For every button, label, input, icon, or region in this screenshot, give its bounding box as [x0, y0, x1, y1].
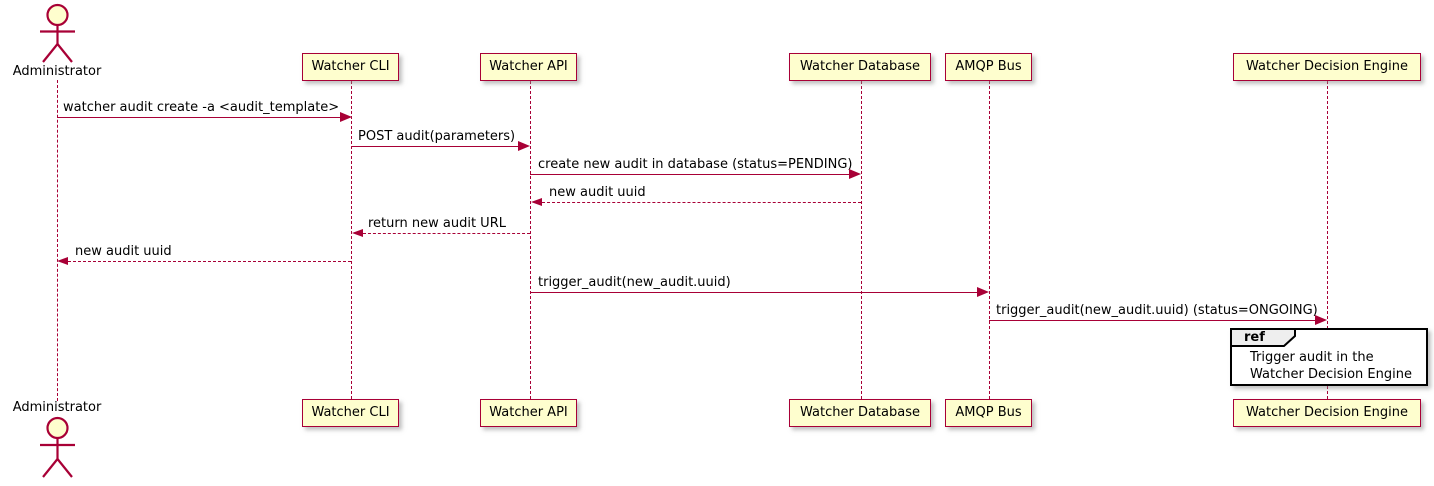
- participant-watcher-database-bottom: Watcher Database: [789, 399, 931, 427]
- participant-amqp-bus-bottom: AMQP Bus: [945, 399, 1032, 427]
- lifeline-amqp-bus: [989, 81, 990, 399]
- arrowhead-right-icon: [340, 112, 352, 122]
- participant-watcher-api-bottom: Watcher API: [480, 399, 577, 427]
- participant-amqp-bus-top: AMQP Bus: [945, 53, 1032, 81]
- ref-tab: [1230, 328, 1296, 347]
- message-label: new audit uuid: [549, 185, 646, 200]
- message-line: [351, 146, 518, 147]
- arrowhead-right-icon: [849, 169, 861, 179]
- lifeline-watcher-decision-engine: [1327, 81, 1328, 399]
- ref-fragment: ref Trigger audit in the Watcher Decisio…: [1230, 328, 1428, 386]
- lifeline-administrator: [57, 80, 58, 401]
- message-label: trigger_audit(new_audit.uuid) (status=ON…: [996, 303, 1318, 318]
- actor-icon-administrator-bottom: [40, 416, 75, 478]
- ref-keyword: ref: [1244, 330, 1265, 345]
- message-line: [989, 320, 1315, 321]
- actor-icon-administrator-top: [40, 3, 75, 63]
- arrowhead-right-icon: [518, 141, 530, 151]
- message-label: trigger_audit(new_audit.uuid): [538, 275, 731, 290]
- participant-watcher-cli-bottom: Watcher CLI: [302, 399, 399, 427]
- message-label: return new audit URL: [368, 216, 506, 231]
- participant-watcher-cli-top: Watcher CLI: [302, 53, 399, 81]
- lifeline-watcher-api: [530, 81, 531, 399]
- arrowhead-left-icon: [531, 198, 542, 206]
- arrowhead-right-icon: [977, 287, 989, 297]
- message-line: [363, 233, 530, 234]
- message-line: [542, 202, 861, 203]
- message-line: [530, 292, 977, 293]
- message-label: new audit uuid: [75, 244, 172, 259]
- message-label: create new audit in database (status=PEN…: [538, 157, 853, 172]
- lifeline-watcher-cli: [351, 81, 352, 399]
- message-line: [68, 261, 351, 262]
- participant-watcher-database-top: Watcher Database: [789, 53, 931, 81]
- ref-text-line1: Trigger audit in the: [1250, 350, 1374, 365]
- actor-label-administrator-top: Administrator: [12, 64, 102, 79]
- arrowhead-left-icon: [352, 229, 363, 237]
- message-line: [530, 174, 849, 175]
- arrowhead-left-icon: [57, 257, 68, 265]
- lifeline-watcher-database: [861, 81, 862, 399]
- message-label: POST audit(parameters): [358, 129, 516, 144]
- ref-text: Trigger audit in the Watcher Decision En…: [1250, 349, 1412, 383]
- message-label: watcher audit create -a <audit_template>: [63, 100, 340, 115]
- participant-watcher-api-top: Watcher API: [480, 53, 577, 81]
- participant-watcher-decision-engine-bottom: Watcher Decision Engine: [1233, 399, 1421, 427]
- ref-text-line2: Watcher Decision Engine: [1250, 367, 1412, 382]
- actor-label-administrator-bottom: Administrator: [12, 400, 102, 415]
- message-line: [57, 117, 340, 118]
- participant-watcher-decision-engine-top: Watcher Decision Engine: [1233, 53, 1421, 81]
- arrowhead-right-icon: [1315, 315, 1327, 325]
